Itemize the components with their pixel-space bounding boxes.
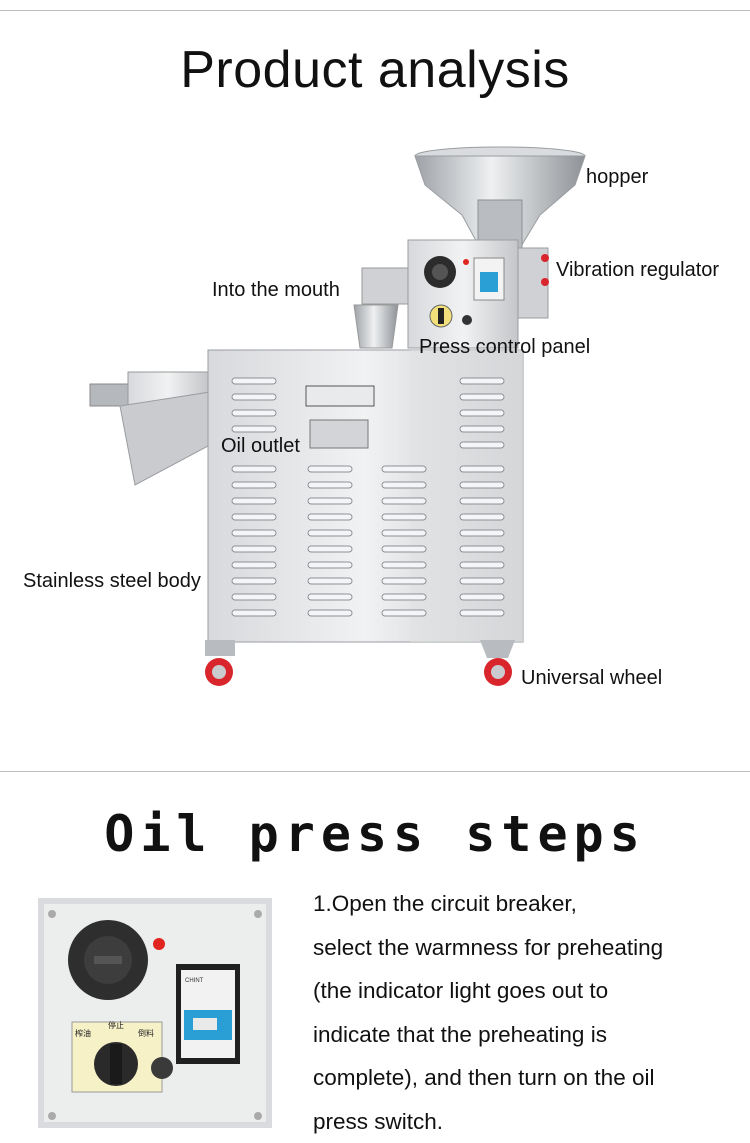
step-line: complete), and then turn on the oil [313, 1056, 743, 1100]
label-universal-wheel: Universal wheel [521, 667, 662, 690]
step-line: press switch. [313, 1100, 743, 1143]
top-divider [0, 10, 750, 11]
control-panel-image: CHINT 榨油 停止 倒料 [38, 898, 272, 1128]
label-press-control-panel: Press control panel [419, 336, 590, 359]
switch-label-left: 榨油 [75, 1028, 91, 1038]
temperature-dial [68, 920, 148, 1000]
label-oil-outlet: Oil outlet [221, 435, 300, 458]
step-line: indicate that the preheating is [313, 1013, 743, 1057]
universal-wheel-part [205, 640, 515, 686]
step-line: 1.Open the circuit breaker, [313, 882, 743, 926]
step-1-instructions: 1.Open the circuit breaker, select the w… [313, 882, 743, 1143]
label-vibration-regulator: Vibration regulator [556, 259, 719, 282]
press-switch: 榨油 停止 倒料 [72, 1020, 162, 1092]
press-screw-part [90, 372, 210, 485]
control-box-part [408, 240, 549, 348]
label-into-the-mouth: Into the mouth [212, 279, 340, 302]
step-line: select the warmness for preheating [313, 926, 743, 970]
label-hopper: hopper [586, 166, 648, 189]
circuit-breaker: CHINT [176, 964, 240, 1064]
panel-button [151, 1057, 173, 1079]
oil-press-steps-title: Oil press steps [0, 805, 750, 863]
oil-press-machine-image [0, 140, 750, 700]
switch-label-middle: 停止 [108, 1020, 124, 1030]
switch-label-right: 倒料 [138, 1028, 154, 1038]
mouth-part [354, 268, 408, 348]
step-line: (the indicator light goes out to [313, 969, 743, 1013]
hopper-part [415, 147, 585, 248]
breaker-brand-text: CHINT [185, 978, 204, 984]
product-analysis-title: Product analysis [0, 40, 750, 100]
indicator-light [153, 938, 165, 950]
middle-divider [0, 771, 750, 772]
label-stainless-steel-body: Stainless steel body [23, 570, 201, 593]
